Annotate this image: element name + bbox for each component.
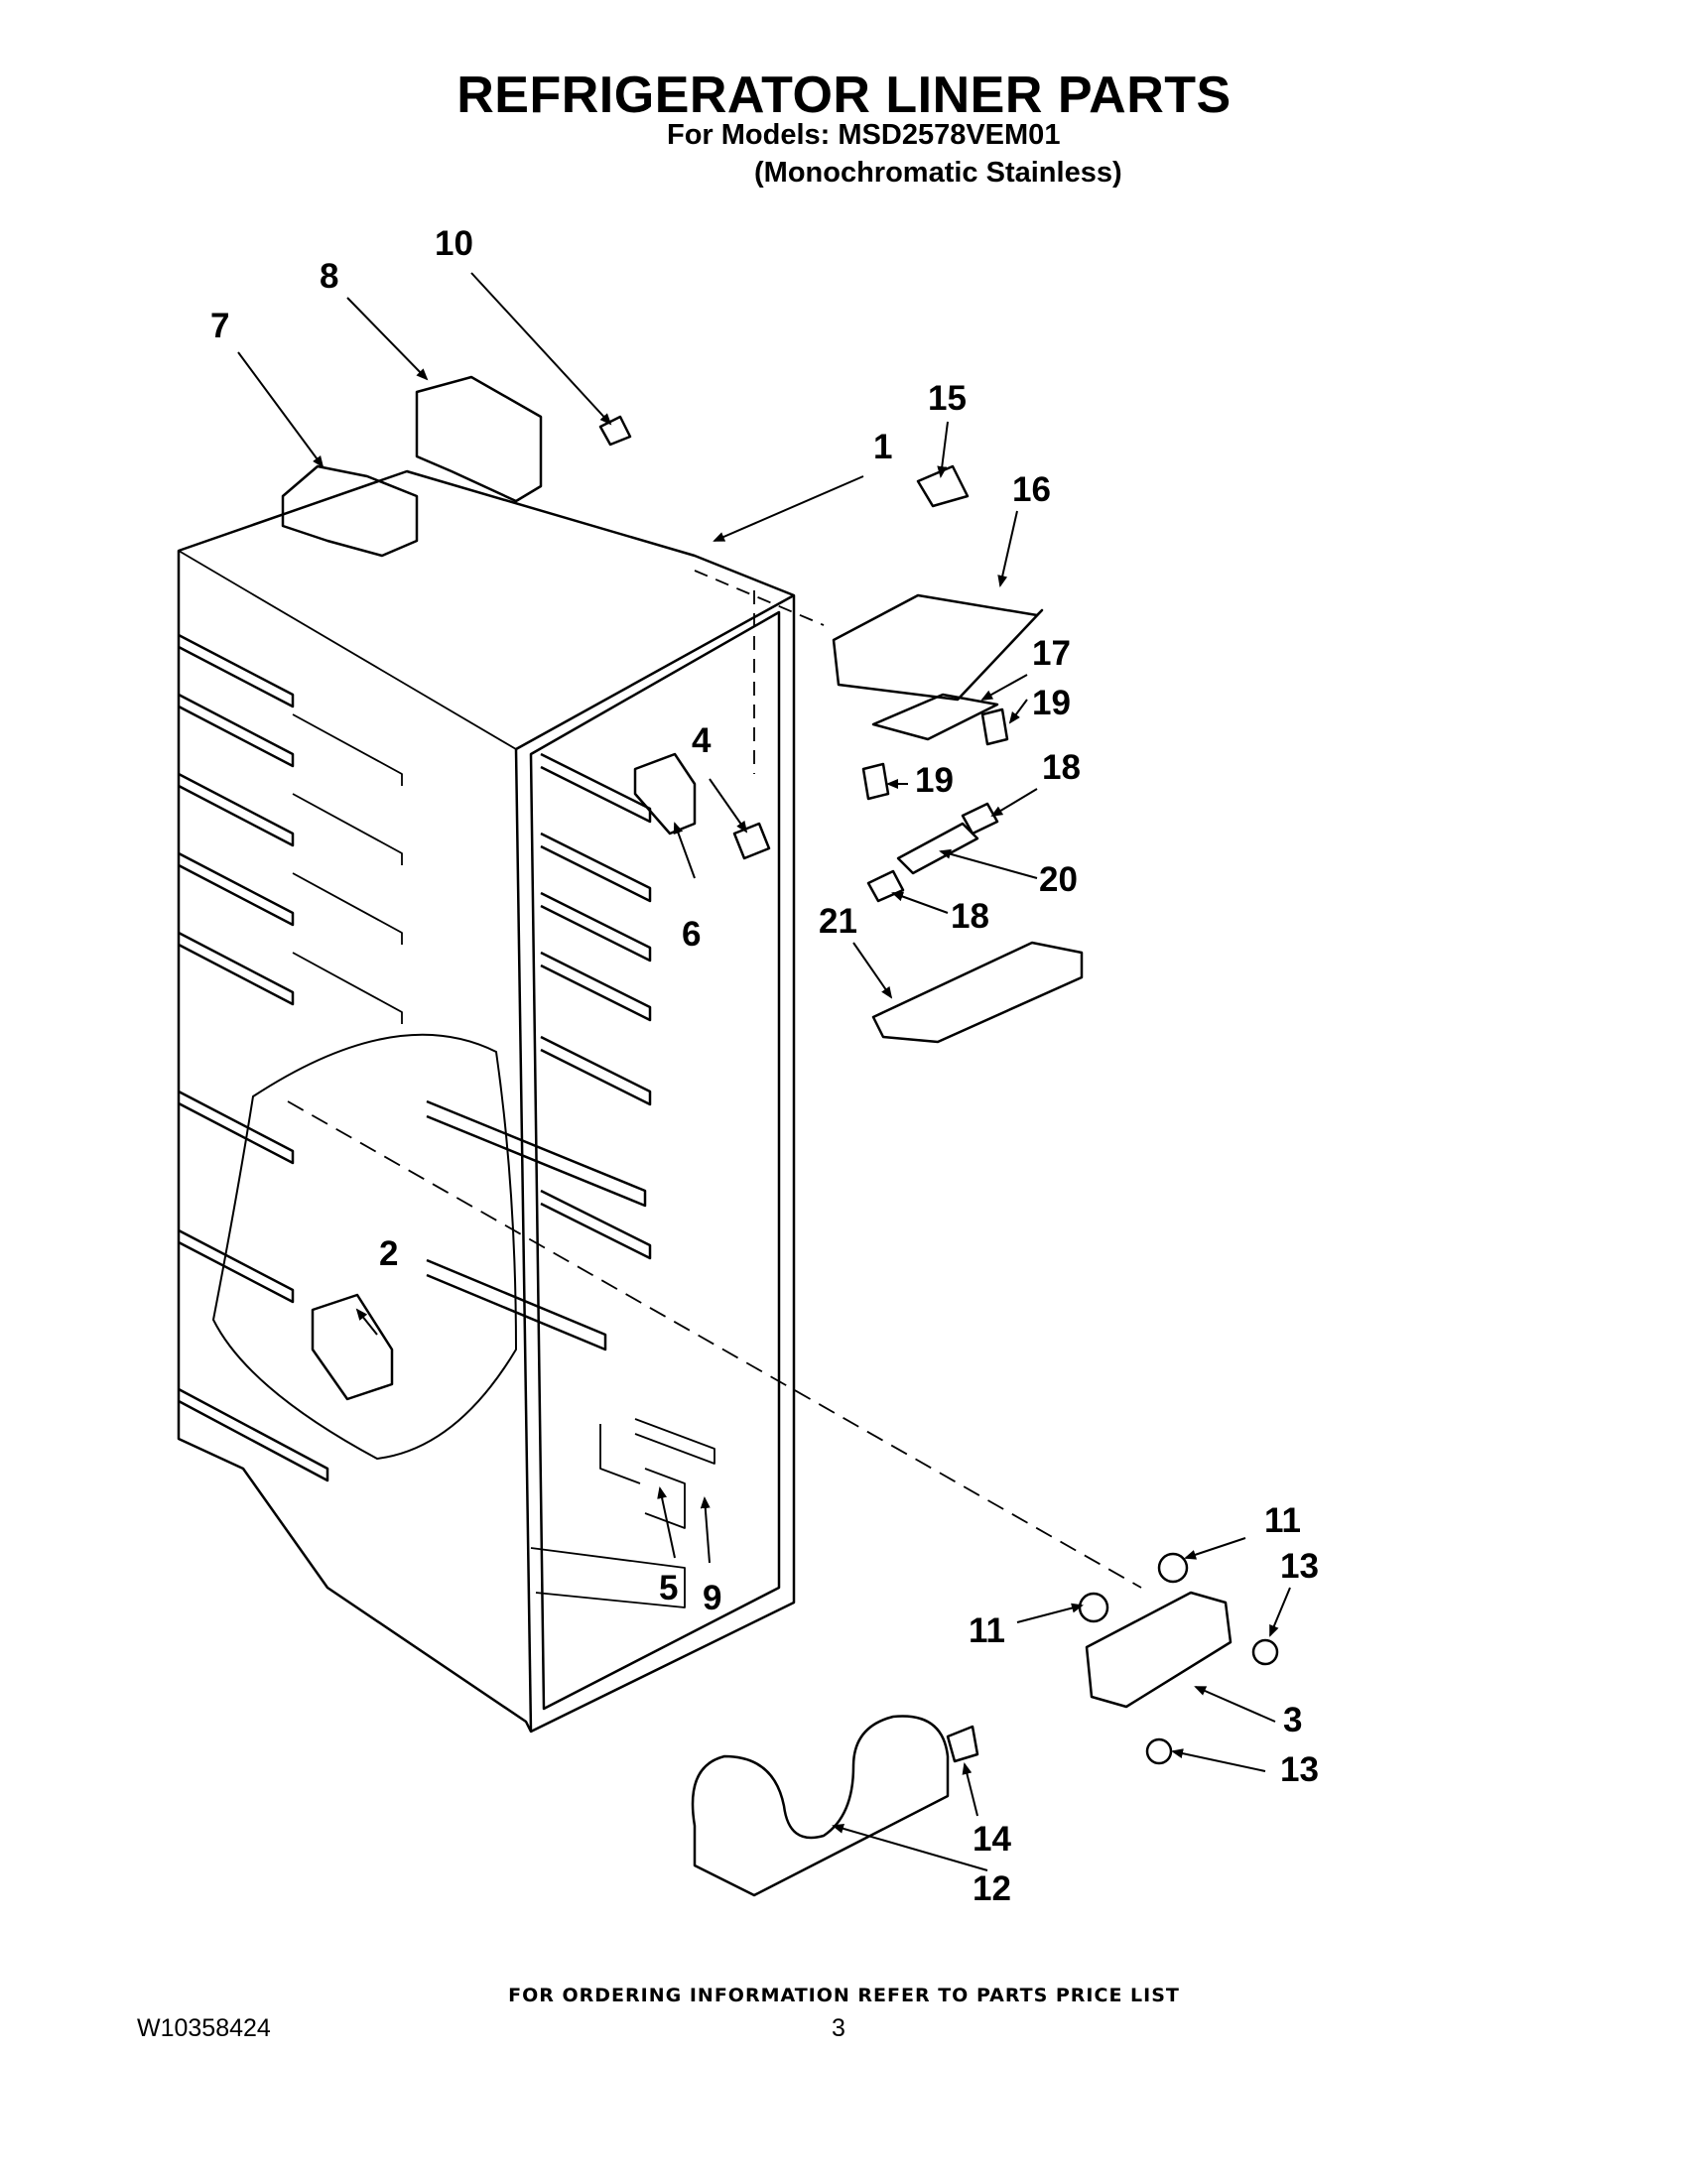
part-8-bracket [415,375,543,503]
part-11-plug-a [1157,1552,1189,1584]
ordering-note: FOR ORDERING INFORMATION REFER TO PARTS … [508,1985,1180,2006]
callout-5: 5 [659,1569,678,1607]
part-13-fastener-a [1251,1638,1279,1666]
callout-18-b: 18 [951,897,989,936]
document-number: W10358424 [137,2014,271,2042]
part-19-screw-a [980,707,1009,746]
part-10-screw [598,415,632,447]
part-21-light-shield [871,941,1084,1044]
callout-11-b: 11 [969,1611,1005,1650]
part-14-screw [946,1725,979,1763]
part-17-lens [871,693,999,741]
callout-arrows [237,272,1291,1871]
part-18-bulb-b [866,869,905,903]
part-11-plug-b [1078,1592,1109,1623]
page-number: 3 [832,2014,845,2042]
callout-20: 20 [1039,860,1078,899]
callout-7: 7 [210,307,229,345]
part-7-housing [281,464,419,558]
callout-19-a: 19 [1032,684,1071,722]
callout-12: 12 [973,1869,1011,1908]
part-6-bracket [633,752,697,835]
part-16-light-housing [832,593,1044,702]
part-3-tank [1085,1591,1233,1709]
part-19-screw-b [861,762,890,801]
callout-18-a: 18 [1042,748,1081,787]
variant-line: (Monochromatic Stainless) [754,157,1122,189]
callout-1: 1 [873,428,892,466]
callout-labels: 1 2 3 4 5 6 7 8 9 10 11 11 12 13 13 14 1… [210,224,1319,1908]
callout-16: 16 [1012,470,1051,509]
part-20-socket [896,822,979,875]
callout-2: 2 [379,1234,398,1273]
page-title: REFRIGERATOR LINER PARTS [456,66,1232,124]
part-18-bulb-a [961,802,999,835]
callout-11-a: 11 [1264,1501,1301,1540]
refrigerator-liner [177,469,796,1734]
callout-3: 3 [1283,1701,1302,1739]
callout-14: 14 [973,1820,1011,1859]
callout-6: 6 [682,915,701,954]
callout-13-b: 13 [1280,1750,1319,1789]
part-4-screw [732,822,771,860]
part-12-coil [691,1715,950,1897]
callout-10: 10 [435,224,473,263]
callout-8: 8 [320,257,338,296]
dashed-alignment-line [287,1100,1142,1589]
callout-9: 9 [703,1579,721,1617]
callout-4: 4 [692,721,712,760]
callout-17: 17 [1032,634,1071,673]
part-15-clip [916,464,970,508]
callout-21: 21 [819,902,857,941]
part-2-grille [311,1293,394,1401]
callout-13-a: 13 [1280,1547,1319,1586]
part-13-fastener-b [1145,1737,1173,1765]
model-line: For Models: MSD2578VEM01 [667,119,1061,151]
callout-15: 15 [928,379,967,418]
callout-19-b: 19 [915,761,954,800]
